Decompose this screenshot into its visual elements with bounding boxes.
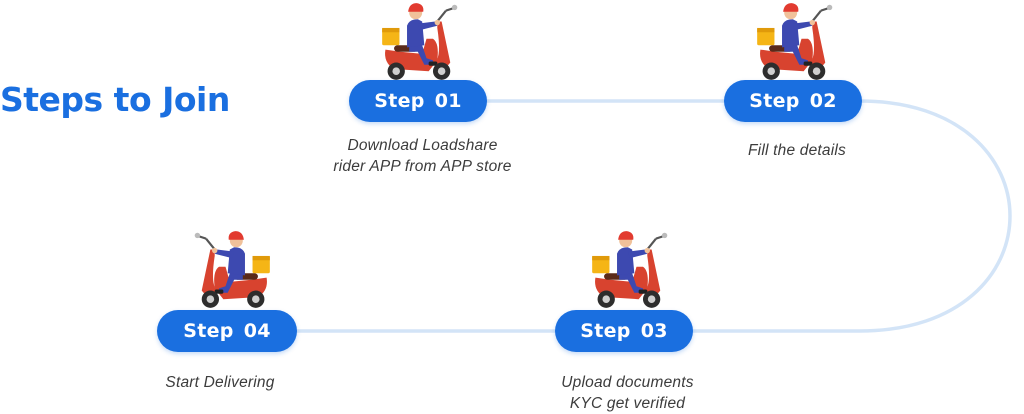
- caption-line: KYC get verified: [569, 395, 686, 412]
- step-label: Step: [749, 90, 800, 112]
- delivery-scooter-icon: [381, 2, 459, 81]
- delivery-scooter-icon: [193, 230, 271, 309]
- step-02-caption: Fill the details: [686, 140, 908, 161]
- step-label: Step: [374, 90, 425, 112]
- step-number: 04: [243, 320, 271, 342]
- step-01-button: Step 01: [349, 80, 487, 122]
- step-03-caption: Upload documents KYC get verified: [520, 372, 735, 414]
- caption-line: rider APP from APP store: [333, 158, 512, 175]
- caption-line: Upload documents: [561, 374, 694, 391]
- caption-line: Download Loadshare: [347, 137, 498, 154]
- step-number: 01: [434, 90, 462, 112]
- page-title: Steps to Join: [0, 80, 230, 119]
- step-label: Step: [183, 320, 234, 342]
- delivery-scooter-icon: [756, 2, 834, 81]
- delivery-scooter-icon: [591, 230, 669, 309]
- step-number: 02: [809, 90, 837, 112]
- step-number: 03: [640, 320, 668, 342]
- step-01-caption: Download Loadshare rider APP from APP st…: [310, 135, 535, 177]
- step-03-button: Step 03: [555, 310, 693, 352]
- step-02-button: Step 02: [724, 80, 862, 122]
- caption-line: Fill the details: [748, 142, 846, 159]
- caption-line: Start Delivering: [165, 374, 275, 391]
- step-label: Step: [580, 320, 631, 342]
- step-04-button: Step 04: [157, 310, 297, 352]
- step-04-caption: Start Delivering: [120, 372, 320, 393]
